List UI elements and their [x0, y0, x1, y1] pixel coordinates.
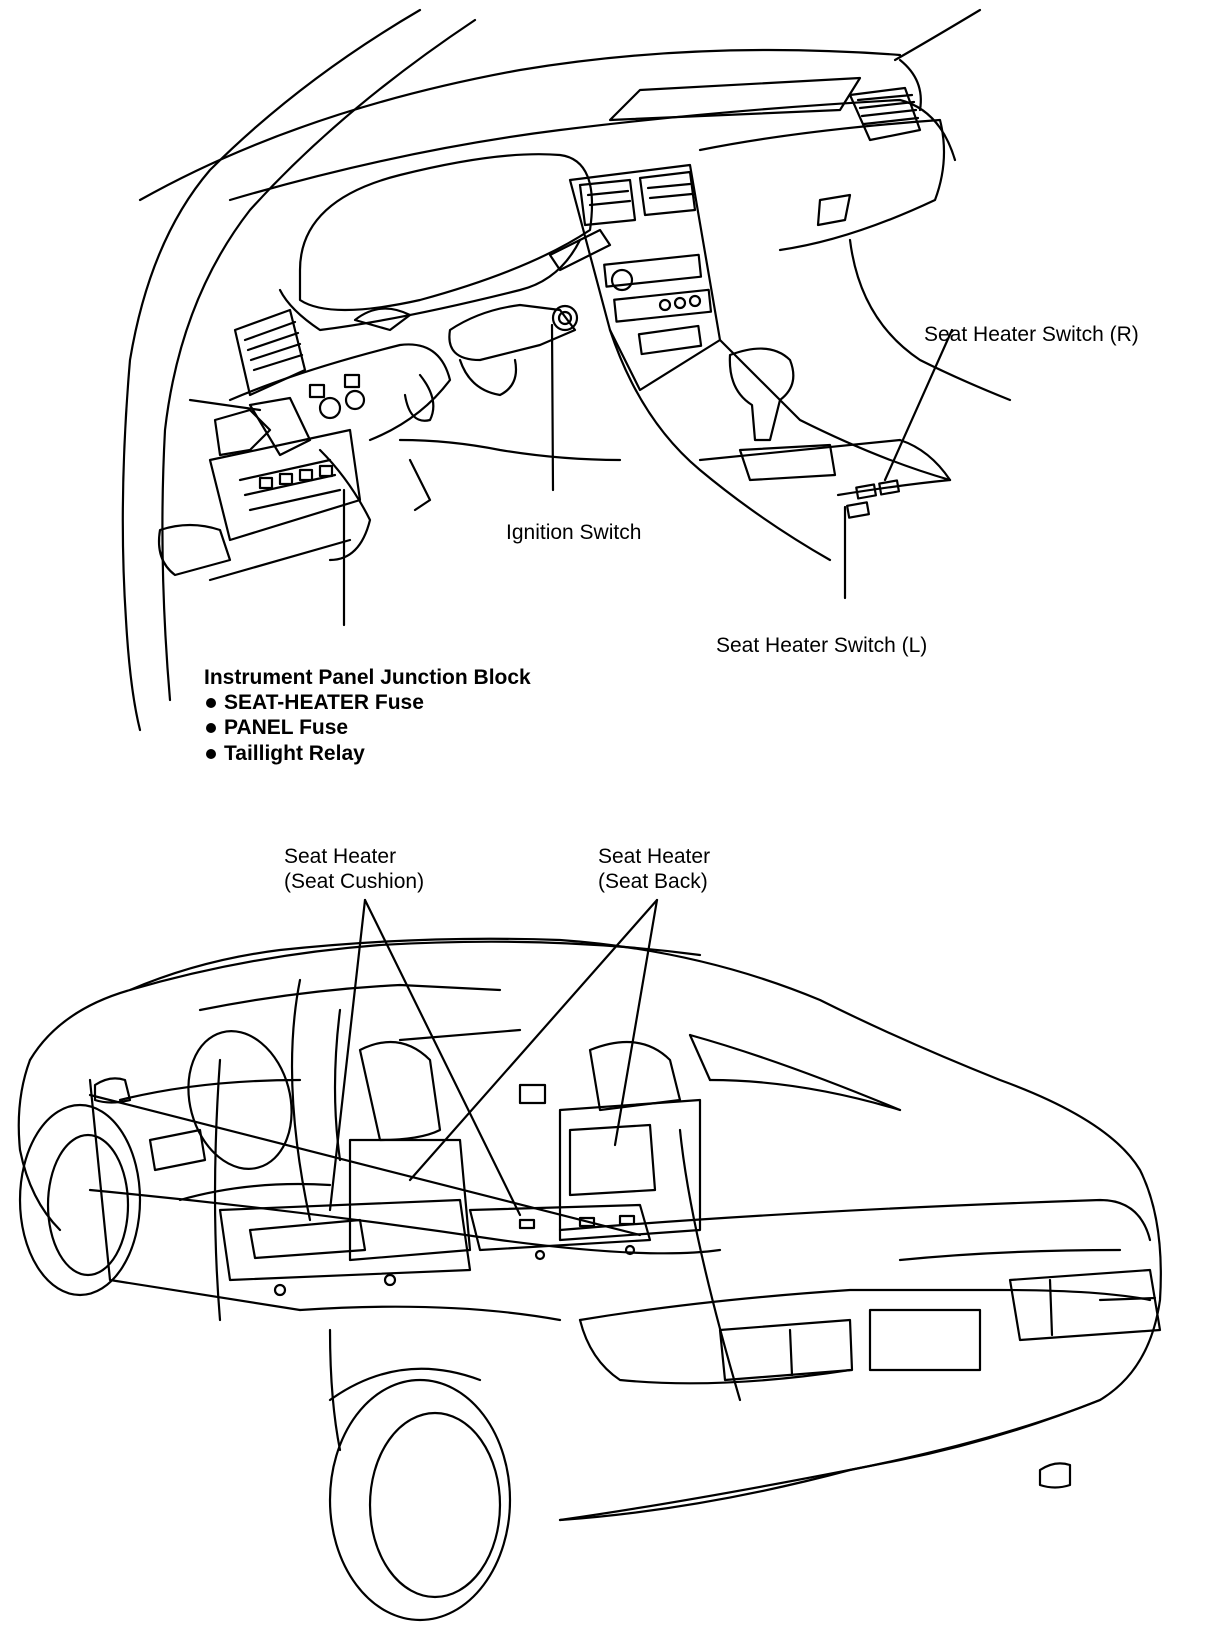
label-seat-heater-cushion: Seat Heater (Seat Cushion): [284, 844, 424, 894]
junction-item-taillight-relay: Taillight Relay: [204, 741, 531, 766]
label-seat-heater-switch-l: Seat Heater Switch (L): [716, 634, 928, 657]
dashboard-illustration: [121, 8, 1012, 732]
junction-item-panel-fuse: PANEL Fuse: [204, 715, 531, 740]
junction-block-title: Instrument Panel Junction Block: [204, 666, 531, 689]
seat-back-line1: Seat Heater: [598, 845, 711, 868]
junction-item-seat-heater-fuse: SEAT-HEATER Fuse: [204, 690, 531, 715]
label-ignition-switch: Ignition Switch: [506, 521, 642, 544]
label-junction-block: Instrument Panel Junction Block SEAT-HEA…: [204, 665, 531, 766]
label-seat-heater-back: Seat Heater (Seat Back): [598, 844, 710, 894]
seat-cushion-line2: (Seat Cushion): [284, 870, 425, 894]
label-seat-heater-switch-r: Seat Heater Switch (R): [924, 323, 1139, 346]
seat-cushion-line1: Seat Heater: [284, 845, 397, 868]
seat-back-line2: (Seat Back): [598, 870, 708, 894]
